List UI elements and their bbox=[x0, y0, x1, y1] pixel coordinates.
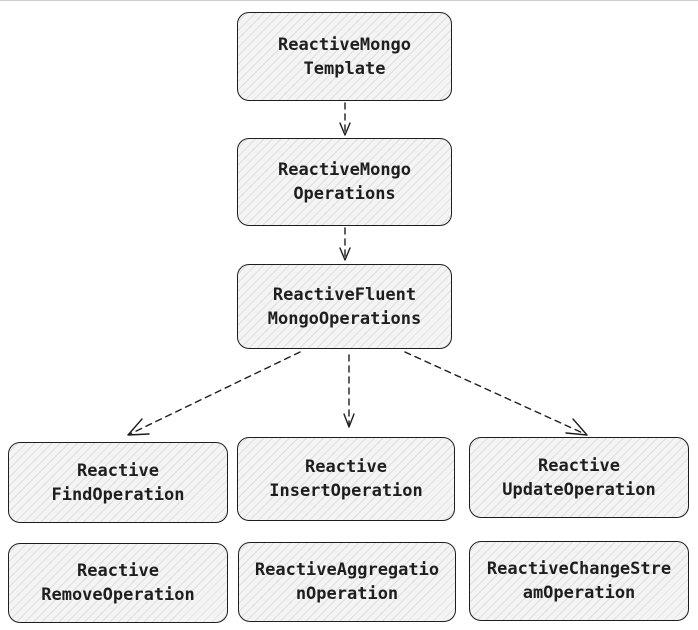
arrowhead-operations bbox=[339, 122, 351, 136]
arrow-fluent-to-find bbox=[129, 351, 301, 435]
arrowhead-fluent bbox=[339, 247, 351, 261]
arrowhead-find bbox=[127, 418, 150, 436]
arrowhead-update bbox=[565, 418, 588, 436]
node-label-line2: Template bbox=[303, 58, 386, 79]
node-label-line2: Operations bbox=[293, 184, 396, 204]
node-reactive-find-operation: Reactive FindOperation bbox=[8, 442, 228, 523]
node-reactive-mongo-operations: ReactiveMongo Operations bbox=[237, 138, 452, 226]
node-label-line2: InsertOperation bbox=[269, 481, 423, 501]
node-label-line1: Reactive bbox=[77, 561, 159, 581]
node-reactive-mongo-template: ReactiveMongo Template bbox=[237, 12, 452, 101]
node-label-line1: Reactive bbox=[538, 455, 620, 476]
node-label-line1: ReactiveChangeStre bbox=[486, 559, 672, 579]
node-reactive-remove-operation: Reactive RemoveOperation bbox=[8, 543, 228, 623]
node-reactive-insert-operation: Reactive InsertOperation bbox=[237, 437, 455, 521]
arrowhead-insert bbox=[343, 413, 355, 428]
node-label-line2: amOperation bbox=[522, 583, 636, 603]
node-label-line1: Reactive bbox=[305, 457, 387, 477]
node-label-line1: ReactiveFluent bbox=[272, 284, 417, 305]
top-border-line bbox=[0, 0, 698, 1]
node-label-line1: Reactive bbox=[77, 460, 159, 481]
node-reactive-change-stream-operation: ReactiveChangeStre amOperation bbox=[469, 541, 689, 621]
node-label-line2: RemoveOperation bbox=[41, 585, 195, 605]
node-label-line2: FindOperation bbox=[51, 484, 185, 505]
node-reactive-fluent-mongo-operations: ReactiveFluent MongoOperations bbox=[237, 264, 452, 349]
node-label-line2: MongoOperations bbox=[267, 308, 422, 329]
node-label-line1: ReactiveMongo bbox=[277, 160, 412, 180]
node-label-line2: nOperation bbox=[295, 584, 399, 604]
node-reactive-aggregation-operation: ReactiveAggregatio nOperation bbox=[238, 542, 456, 622]
node-reactive-update-operation: Reactive UpdateOperation bbox=[469, 437, 689, 518]
node-label-line2: UpdateOperation bbox=[502, 479, 656, 500]
node-label-line1: ReactiveMongo bbox=[277, 34, 412, 55]
node-label-line1: ReactiveAggregatio bbox=[254, 560, 440, 580]
arrow-fluent-to-update bbox=[404, 351, 586, 435]
